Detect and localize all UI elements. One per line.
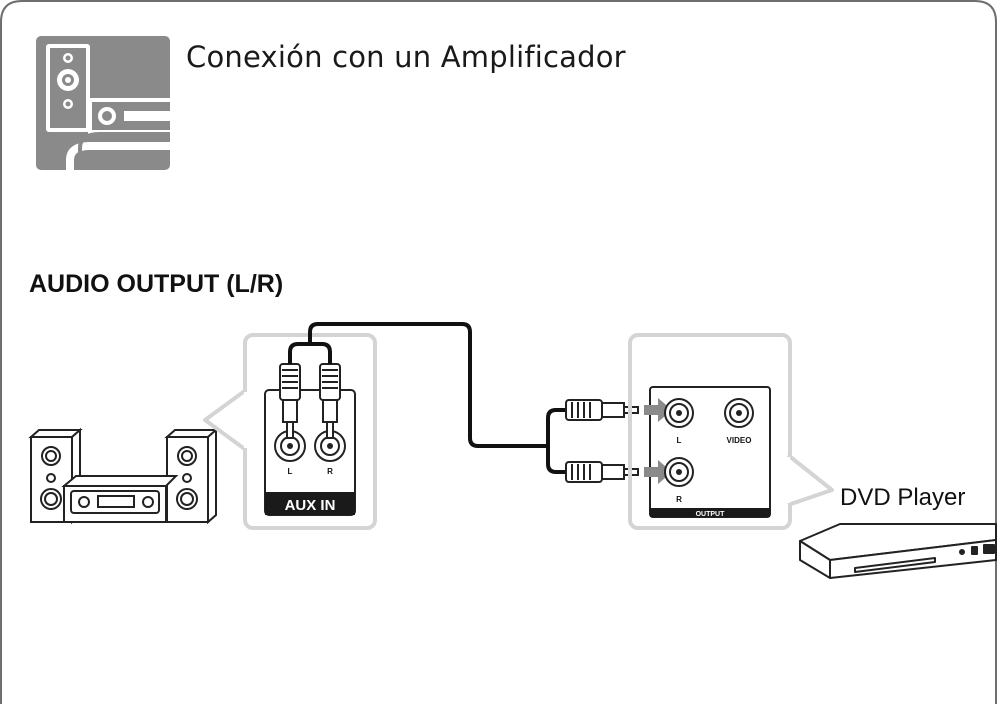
dvd-rca-plugs [565,399,639,483]
audio-system-icon [36,36,170,170]
dvd-jack-left-label: L [677,436,682,445]
section-heading: AUDIO OUTPUT (L/R) [29,270,284,298]
dvd-output-label: OUTPUT [696,511,726,518]
dvd-output-panel [628,333,834,530]
page-title: Conexión con un Amplificador [186,40,626,74]
aux-in-label: AUX IN [285,497,336,514]
audio-cable [288,322,566,474]
dvd-player-label: DVD Player [840,484,966,511]
stereo-system-icon [28,427,219,525]
dvd-player-icon [799,523,997,579]
dvd-video-label: VIDEO [727,436,752,445]
amp-jack-left-label: L [288,467,293,476]
dvd-jack-right-label: R [676,495,682,504]
amp-jack-right-label: R [327,467,333,476]
dvd-output-jacks [664,398,754,487]
